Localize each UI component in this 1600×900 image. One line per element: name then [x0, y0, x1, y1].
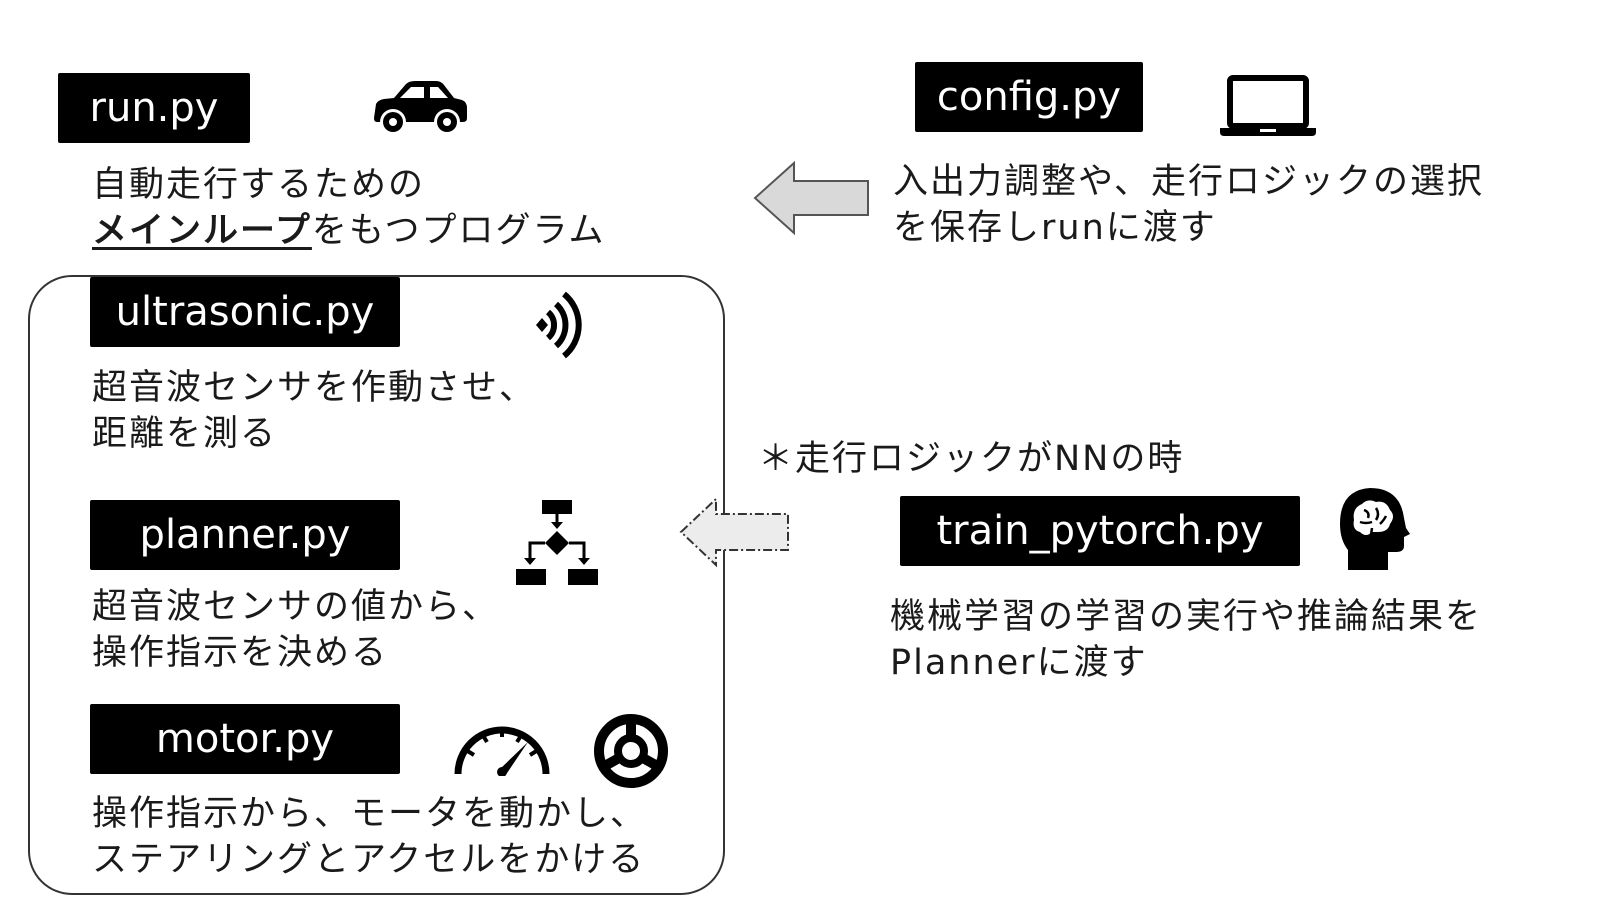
run-description: 自動走行するための メインループをもつプログラム — [92, 162, 605, 254]
train-to-planner-arrow — [679, 496, 789, 568]
ultrasonic-description: 超音波センサを作動させ、 距離を測る — [92, 365, 536, 457]
wifi-signal-icon — [536, 291, 582, 359]
ultrasonic-description-line1: 超音波センサを作動させ、 — [92, 368, 537, 408]
brain-head-icon — [1340, 488, 1410, 570]
motor-description-line2: ステアリングとアクセルをかける — [92, 840, 646, 880]
motor-description: 操作指示から、モータを動かし、 ステアリングとアクセルをかける — [92, 791, 647, 883]
config-module-label: config.py — [915, 62, 1143, 132]
flowchart-icon — [516, 500, 598, 585]
motor-description-line1: 操作指示から、モータを動かし、 — [92, 794, 648, 834]
run-module-label: run.py — [58, 73, 250, 143]
speedometer-icon — [454, 726, 550, 776]
train-description-line2: Plannerに渡す — [890, 643, 1148, 683]
train-module-label: train_pytorch.py — [900, 496, 1300, 566]
run-description-emphasis: メインループ — [92, 211, 312, 251]
run-description-suffix: をもつプログラム — [311, 211, 606, 251]
run-description-line1: 自動走行するための — [92, 165, 426, 205]
run-description-line2: メインループをもつプログラム — [92, 208, 605, 254]
planner-description-line2: 操作指示を決める — [92, 633, 389, 673]
ultrasonic-module-label: ultrasonic.py — [90, 277, 400, 347]
config-description-line1: 入出力調整や、走行ロジックの選択 — [893, 162, 1484, 202]
train-description-line1: 機械学習の学習の実行や推論結果を — [890, 597, 1483, 637]
planner-module-label: planner.py — [90, 500, 400, 570]
car-icon — [374, 81, 467, 132]
module-group-box — [28, 275, 725, 895]
config-to-run-arrow — [753, 160, 869, 236]
motor-module-label: motor.py — [90, 704, 400, 774]
steering-wheel-icon — [594, 714, 668, 788]
nn-condition-note: ＊走行ロジックがNNの時 — [758, 439, 1185, 479]
planner-description: 超音波センサの値から、 操作指示を決める — [92, 584, 499, 676]
ultrasonic-description-line2: 距離を測る — [92, 414, 278, 454]
config-description-line2: を保存しrunに渡す — [893, 208, 1217, 248]
train-description: 機械学習の学習の実行や推論結果を Plannerに渡す — [890, 594, 1482, 686]
config-description: 入出力調整や、走行ロジックの選択 を保存しrunに渡す — [893, 159, 1484, 251]
planner-description-line1: 超音波センサの値から、 — [92, 587, 500, 627]
laptop-icon — [1220, 75, 1316, 136]
